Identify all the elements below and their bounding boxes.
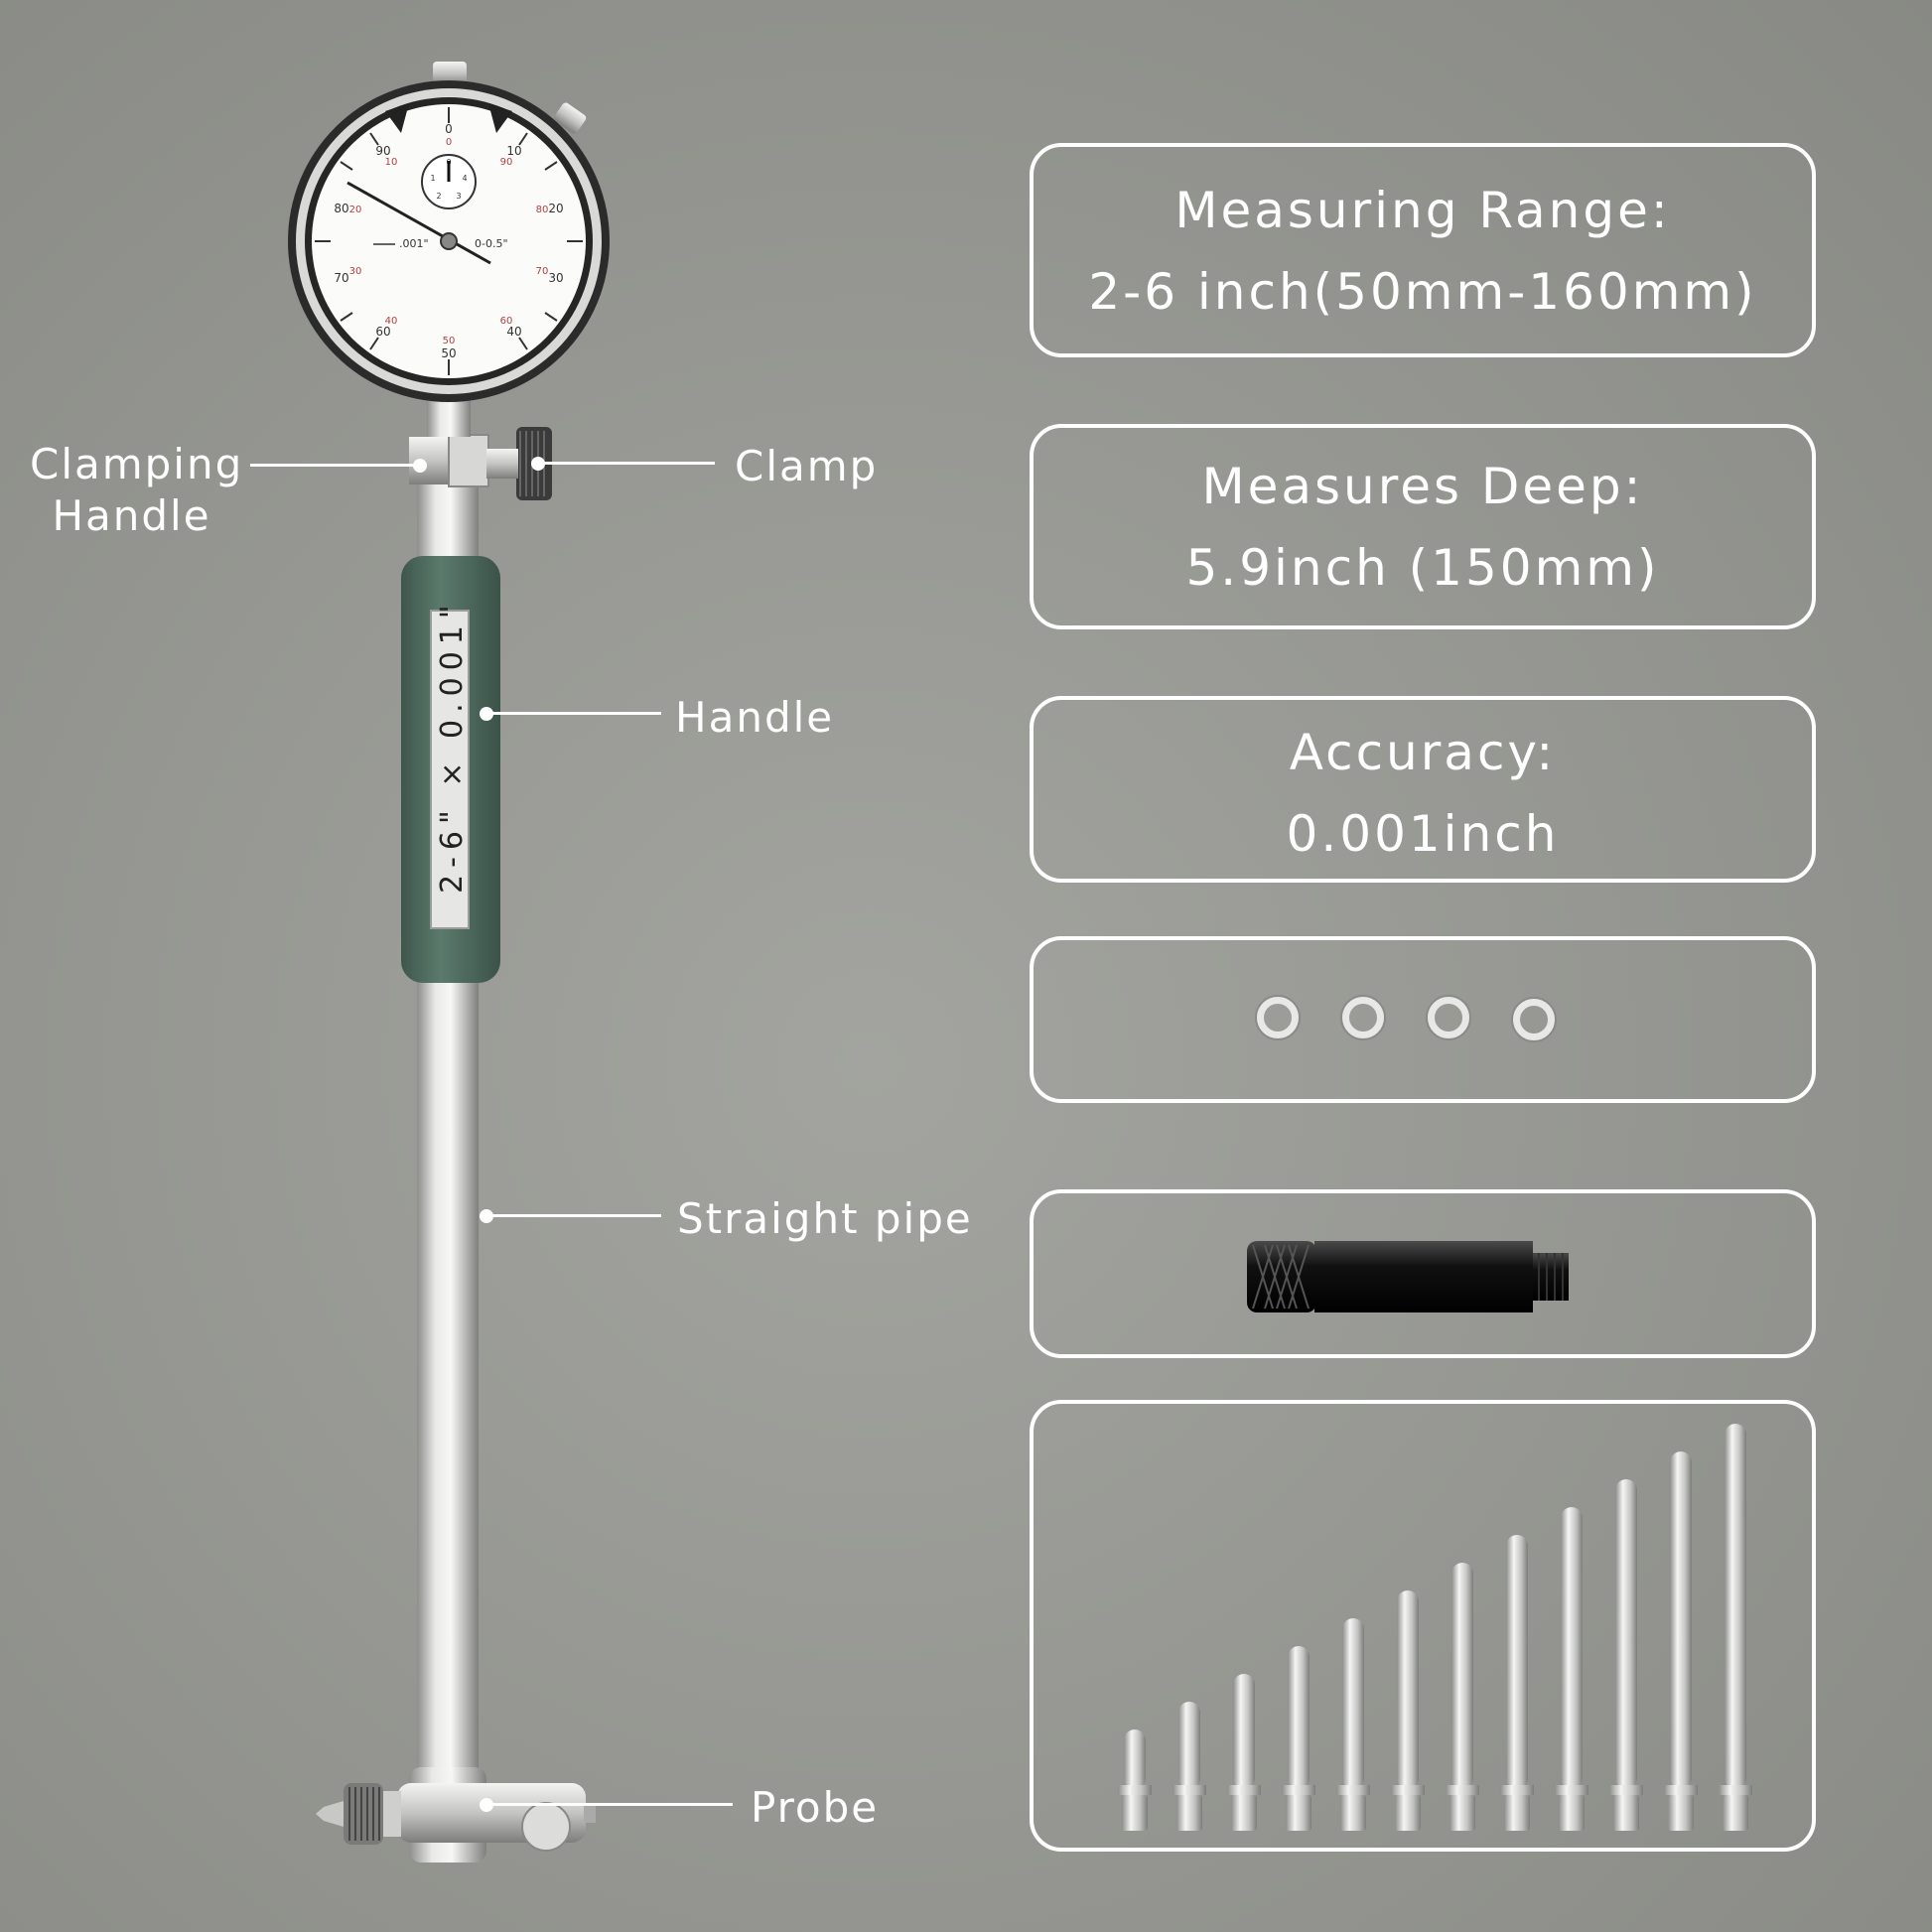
callout-clamping-handle-line2: Handle bbox=[52, 491, 211, 540]
spec-box-accuracy: Accuracy: 0.001inch bbox=[1030, 696, 1816, 883]
extension-rod bbox=[1247, 1241, 1569, 1312]
svg-text:50: 50 bbox=[441, 346, 456, 360]
svg-text:4: 4 bbox=[462, 174, 467, 183]
svg-text:2: 2 bbox=[436, 192, 441, 201]
svg-text:0: 0 bbox=[445, 122, 453, 136]
callout-clamp: Clamp bbox=[735, 442, 879, 490]
accessory-box-washers bbox=[1030, 936, 1816, 1103]
accessory-box-extension-rod bbox=[1030, 1189, 1816, 1358]
anvil-rod bbox=[1609, 1479, 1643, 1831]
svg-text:70: 70 bbox=[536, 266, 549, 277]
svg-text:40: 40 bbox=[506, 325, 521, 339]
svg-text:20: 20 bbox=[548, 202, 563, 215]
anvil-rod bbox=[1227, 1674, 1261, 1831]
callout-straight-pipe: Straight pipe bbox=[677, 1194, 973, 1243]
washer bbox=[1341, 996, 1385, 1039]
svg-text:90: 90 bbox=[375, 144, 390, 158]
spec-title-accuracy: Accuracy: bbox=[1289, 724, 1557, 781]
spec-title-measures-deep: Measures Deep: bbox=[1201, 458, 1644, 515]
anvil-rod bbox=[1118, 1729, 1152, 1831]
callout-probe: Probe bbox=[751, 1783, 880, 1832]
svg-text:90: 90 bbox=[500, 157, 513, 168]
straight-pipe bbox=[417, 953, 479, 1787]
anvil-rod bbox=[1336, 1618, 1370, 1831]
callout-line-straight-pipe bbox=[486, 1214, 661, 1217]
svg-text:60: 60 bbox=[500, 316, 513, 327]
spec-title-measuring-range: Measuring Range: bbox=[1174, 182, 1671, 239]
callout-line-probe bbox=[486, 1803, 733, 1806]
anvil-rod bbox=[1391, 1590, 1425, 1831]
callout-line-handle bbox=[486, 712, 661, 715]
callout-line-clamping-handle bbox=[250, 464, 419, 467]
svg-text:30: 30 bbox=[548, 271, 563, 285]
dial-indicator: 0 10 20 30 40 50 60 70 80 90 0 90 80 70 … bbox=[288, 62, 610, 402]
svg-text:10: 10 bbox=[385, 157, 398, 168]
washer bbox=[1512, 998, 1556, 1041]
callout-clamping-handle-line1: Clamping bbox=[30, 440, 244, 488]
anvil-rods bbox=[1118, 1424, 1752, 1831]
svg-text:80: 80 bbox=[334, 202, 348, 215]
engraving-plate bbox=[430, 610, 470, 929]
spec-value-measuring-range: 2-6 inch(50mm-160mm) bbox=[1088, 263, 1757, 321]
washers bbox=[1256, 996, 1556, 1041]
svg-text:3: 3 bbox=[456, 192, 461, 201]
svg-text:50: 50 bbox=[443, 336, 456, 346]
washer bbox=[1256, 996, 1300, 1039]
anvil-rod bbox=[1282, 1646, 1315, 1831]
svg-text:0-0.5": 0-0.5" bbox=[475, 237, 508, 250]
spec-value-accuracy: 0.001inch bbox=[1286, 805, 1560, 863]
anvil-rod bbox=[1719, 1424, 1752, 1831]
spec-box-measuring-range: Measuring Range: 2-6 inch(50mm-160mm) bbox=[1030, 143, 1816, 357]
svg-text:20: 20 bbox=[349, 205, 362, 215]
spec-box-measures-deep: Measures Deep: 5.9inch (150mm) bbox=[1030, 424, 1816, 629]
dial-needle bbox=[346, 181, 491, 265]
svg-text:30: 30 bbox=[349, 266, 362, 277]
anvil-rod bbox=[1500, 1535, 1534, 1831]
svg-text:60: 60 bbox=[375, 325, 390, 339]
washer bbox=[1427, 996, 1470, 1039]
callout-line-clamp bbox=[538, 462, 715, 465]
handle-engraving: 2-6" × 0.001" bbox=[435, 598, 470, 894]
svg-text:0: 0 bbox=[446, 137, 452, 148]
svg-text:1: 1 bbox=[430, 174, 435, 183]
svg-text:10: 10 bbox=[506, 144, 521, 158]
anvil-rod bbox=[1446, 1563, 1479, 1831]
svg-text:.001": .001" bbox=[399, 237, 429, 250]
callout-handle: Handle bbox=[675, 693, 835, 742]
anvil-rod bbox=[1555, 1507, 1588, 1831]
probe-head bbox=[316, 1767, 596, 1863]
anvil-rod bbox=[1664, 1451, 1698, 1831]
svg-text:70: 70 bbox=[334, 271, 348, 285]
svg-text:80: 80 bbox=[536, 205, 549, 215]
callout-clamping-handle: Clamping Handle bbox=[30, 439, 244, 542]
accessory-box-anvil-rods bbox=[1030, 1400, 1816, 1852]
spec-value-measures-deep: 5.9inch (150mm) bbox=[1185, 539, 1660, 597]
anvil-rod bbox=[1173, 1702, 1206, 1831]
callout-dot-clamping-handle bbox=[413, 459, 427, 473]
svg-text:40: 40 bbox=[385, 316, 398, 327]
